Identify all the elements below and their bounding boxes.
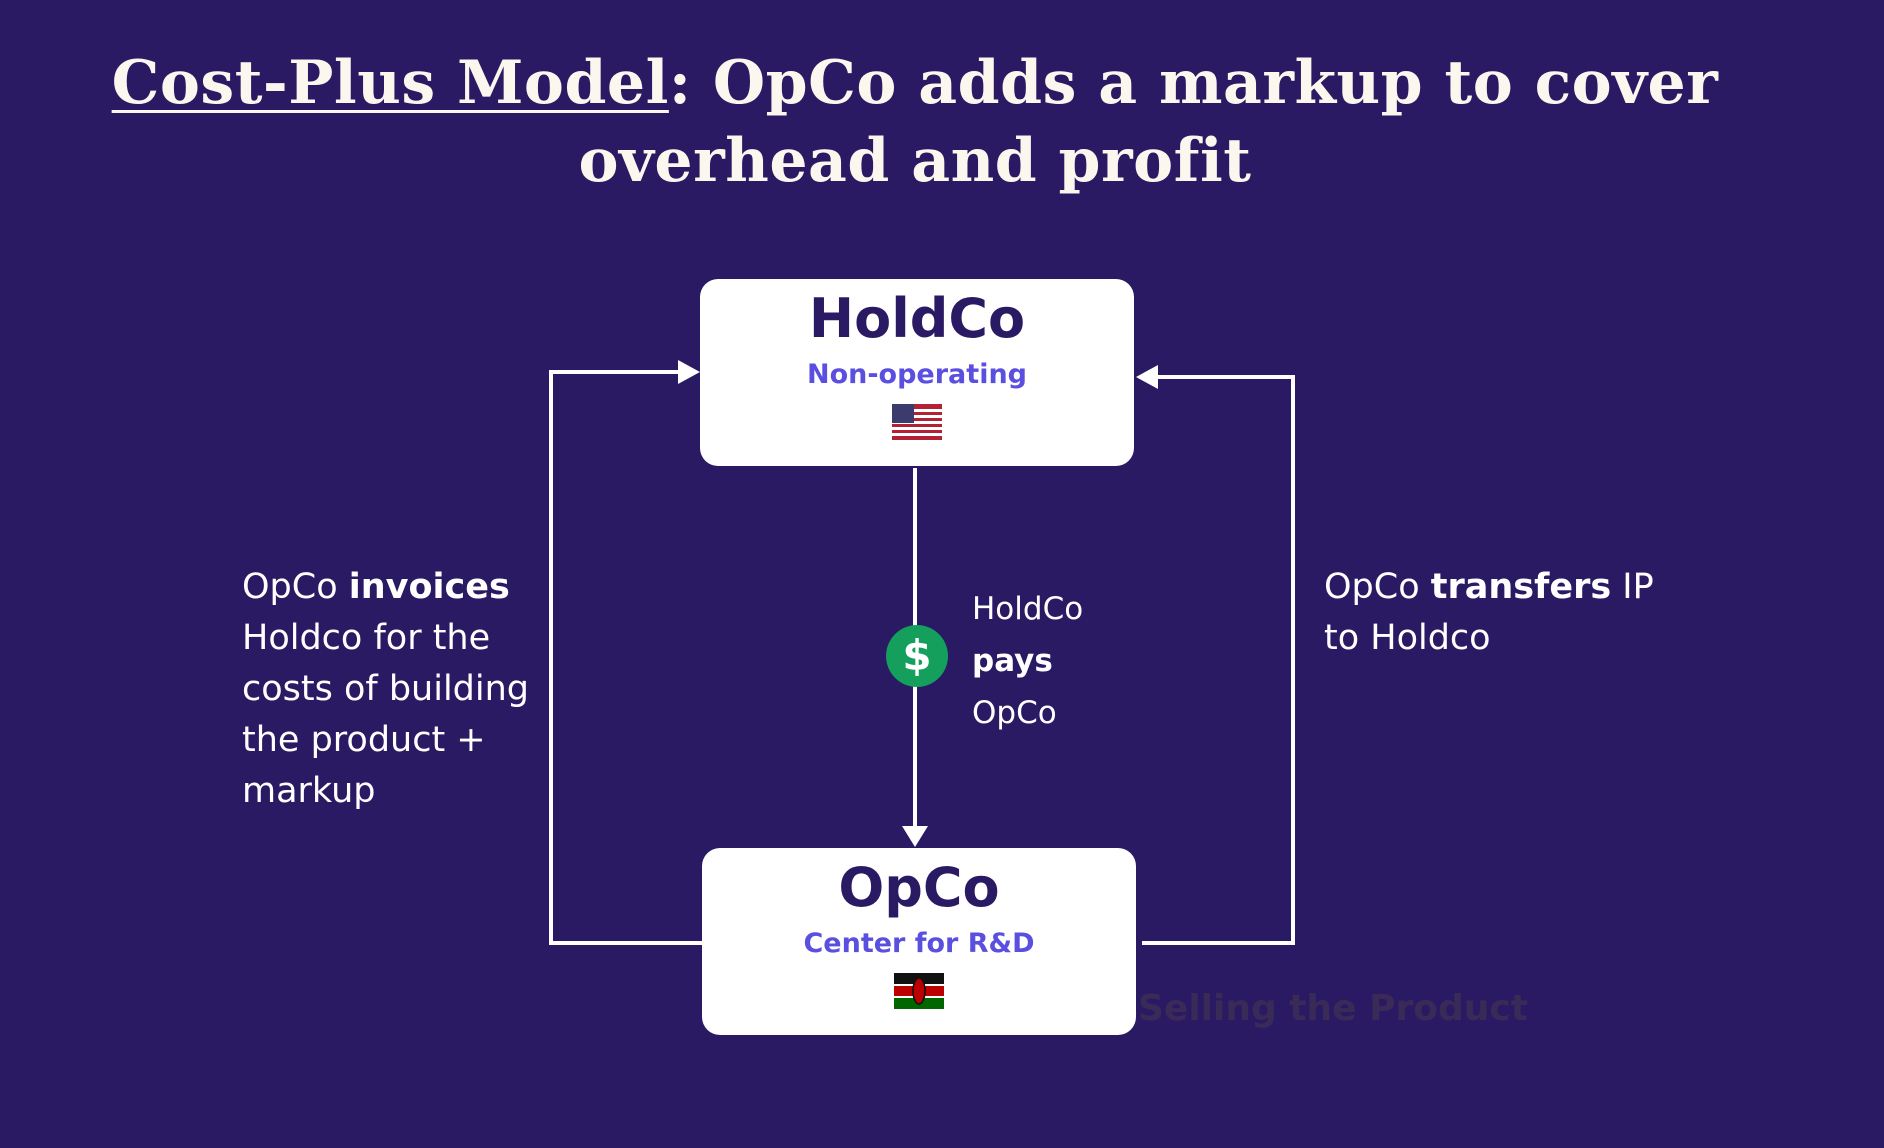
page-title: Cost-Plus Model: OpCo adds a markup to c… bbox=[0, 44, 1830, 200]
us-flag-icon bbox=[892, 404, 942, 440]
opco-box: OpCo Center for R&D bbox=[702, 848, 1136, 1035]
holdco-role: Non-operating bbox=[806, 359, 1027, 390]
right-connector-line bbox=[1142, 375, 1295, 945]
right-label-bold: transfers bbox=[1430, 567, 1612, 607]
right-label-post: IP to Holdco bbox=[1324, 567, 1654, 658]
right-label-pre: OpCo bbox=[1324, 567, 1431, 607]
title-rest: : OpCo adds a markup to cover overhead a… bbox=[578, 48, 1719, 196]
left-connector-line bbox=[549, 370, 702, 945]
left-label-bold: invoices bbox=[348, 567, 510, 607]
left-label-pre: OpCo bbox=[242, 567, 349, 607]
holdco-box: HoldCo Non-operating bbox=[700, 279, 1134, 466]
center-flow-label: HoldCo pays OpCo bbox=[972, 583, 1122, 739]
title-model-name: Cost-Plus Model bbox=[111, 48, 669, 118]
opco-name: OpCo bbox=[838, 856, 1000, 919]
right-arrowhead-icon bbox=[1136, 365, 1158, 389]
left-flow-label: OpCo invoices Holdco for the costs of bu… bbox=[242, 562, 542, 817]
down-arrowhead-icon bbox=[902, 826, 928, 847]
faded-caption: Selling the Product bbox=[1138, 988, 1528, 1029]
holdco-name: HoldCo bbox=[808, 287, 1026, 350]
mid-label-bold: pays bbox=[972, 643, 1053, 679]
opco-role: Center for R&D bbox=[803, 928, 1035, 959]
dollar-icon: $ bbox=[886, 625, 948, 687]
left-arrowhead-icon bbox=[678, 360, 700, 384]
right-flow-label: OpCo transfers IP to Holdco bbox=[1324, 562, 1664, 664]
mid-label-post: OpCo bbox=[972, 695, 1057, 731]
left-label-post: Holdco for the costs of building the pro… bbox=[242, 618, 530, 811]
kenya-flag-icon bbox=[894, 973, 944, 1009]
mid-label-pre: HoldCo bbox=[972, 591, 1084, 627]
